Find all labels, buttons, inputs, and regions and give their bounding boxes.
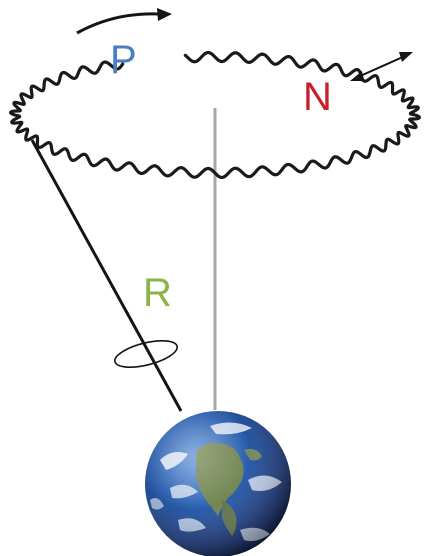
precession-arrowhead: [157, 8, 172, 21]
rotation-ellipse: [112, 336, 179, 373]
earth-globe: [145, 411, 291, 556]
nutation-arrow: [358, 56, 405, 77]
precession-arrow: [77, 14, 160, 33]
nutation-arrowhead-right: [399, 52, 413, 62]
rotation-label: R: [143, 271, 172, 315]
nutation-label: N: [303, 75, 332, 119]
precession-label: P: [110, 38, 137, 82]
